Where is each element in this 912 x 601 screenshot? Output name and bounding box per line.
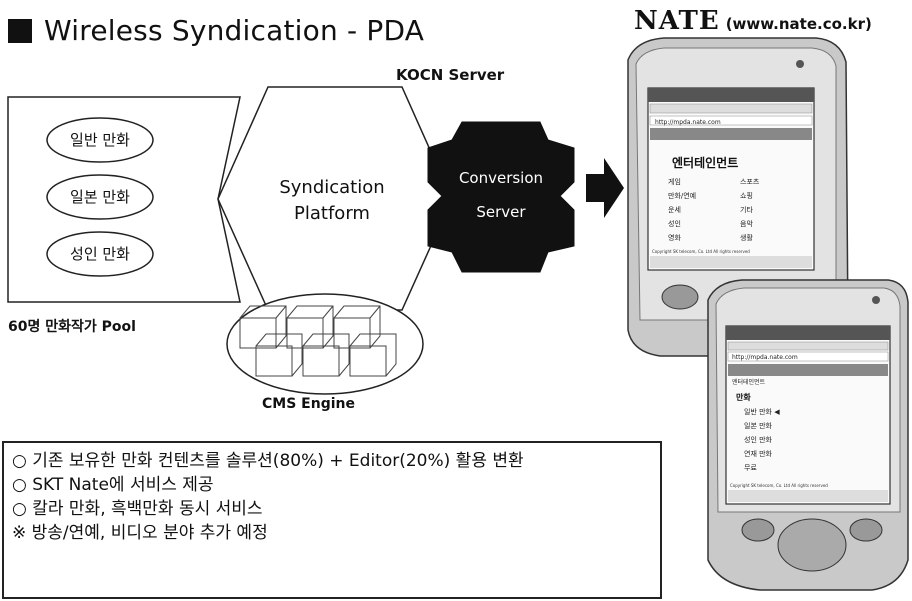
conversion-label-line1: Conversion — [459, 169, 543, 187]
platform-label-line1: Syndication — [279, 177, 384, 198]
pda-top-menu-6: 스포츠 — [740, 178, 760, 186]
pda-top-menu-1: 게임 — [668, 177, 681, 186]
title-text: Wireless Syndication - PDA — [44, 14, 425, 47]
comic-label-japan: 일본 만화 — [70, 188, 130, 206]
comic-ellipse-general — [46, 117, 154, 163]
cms-engine-label: CMS Engine — [262, 396, 355, 412]
notes-box: ○ 기존 보유한 만화 컨텐츠를 솔루션(80%) + Editor(20%) … — [2, 441, 662, 599]
comic-ellipse-adult — [46, 231, 154, 277]
comic-label-general: 일반 만화 — [70, 131, 130, 149]
note-line-2: ○ SKT Nate에 서비스 제공 — [12, 475, 214, 495]
comic-ellipse-japan — [46, 174, 154, 220]
pda-top-footer: Copyright SK telecom, Co. Ltd All rights… — [652, 249, 750, 254]
pda-bottom-address: http://mpda.nate.com — [732, 354, 798, 361]
pda-top-menu-2: 만화/연예 — [668, 191, 696, 200]
pda-bottom-item-2: 일본 만화 — [744, 421, 773, 430]
pda-bottom-heading: 엔터테인먼트 — [732, 378, 766, 386]
syndication-platform-hexagon — [217, 86, 453, 311]
comic-label-adult: 성인 만화 — [70, 245, 130, 263]
pda-top-menu-9: 음악 — [740, 220, 753, 228]
pda-top-menu-10: 생활 — [740, 233, 753, 242]
black-square-bullet — [8, 18, 32, 43]
pda-top-menu-5: 영화 — [668, 233, 681, 242]
conversion-label-line2: Server — [476, 203, 526, 221]
pda-top-heading: 엔터테인먼트 — [672, 155, 738, 170]
nate-url: (www.nate.co.kr) — [725, 15, 872, 33]
page-title: Wireless Syndication - PDA — [8, 14, 424, 47]
cms-cubes-icon — [239, 305, 397, 377]
pda-bottom-item-1: 일반 만화 ◀ — [744, 407, 780, 416]
note-line-1: ○ 기존 보유한 만화 컨텐츠를 솔루션(80%) + Editor(20%) … — [12, 451, 524, 471]
pda-device-top — [627, 37, 849, 357]
pool-label: 60명 만화작가 Pool — [8, 319, 136, 335]
pda-bottom-item-3: 성인 만화 — [744, 435, 773, 444]
pda-top-menu-4: 성인 — [668, 219, 681, 228]
pda-bottom-section: 만화 — [736, 392, 751, 402]
nate-logo: NATE — [634, 6, 720, 36]
note-line-3: ○ 칼라 만화, 흑백만화 동시 서비스 — [12, 499, 263, 519]
pda-device-bottom — [707, 279, 909, 591]
nate-brand: NATE (www.nate.co.kr) — [634, 6, 872, 36]
kocn-server-label: KOCN Server — [396, 66, 505, 84]
pda-bottom-item-5: 무료 — [744, 464, 757, 472]
platform-label-line2: Platform — [294, 203, 370, 224]
pda-top-menu-7: 쇼핑 — [740, 191, 753, 200]
note-line-4: ※ 방송/연예, 비디오 분야 추가 예정 — [12, 523, 268, 543]
pda-top-menu-8: 기타 — [740, 205, 753, 214]
pda-bottom-item-4: 연재 만화 — [744, 449, 773, 458]
conversion-server-shape — [427, 121, 575, 273]
pda-top-address: http://mpda.nate.com — [655, 119, 721, 126]
cms-engine-ellipse — [226, 293, 424, 395]
right-arrow-icon — [586, 158, 624, 218]
pda-bottom-footer: Copyright SK telecom, Co. Ltd All rights… — [730, 483, 828, 488]
pda-top-menu-3: 운세 — [668, 205, 681, 214]
